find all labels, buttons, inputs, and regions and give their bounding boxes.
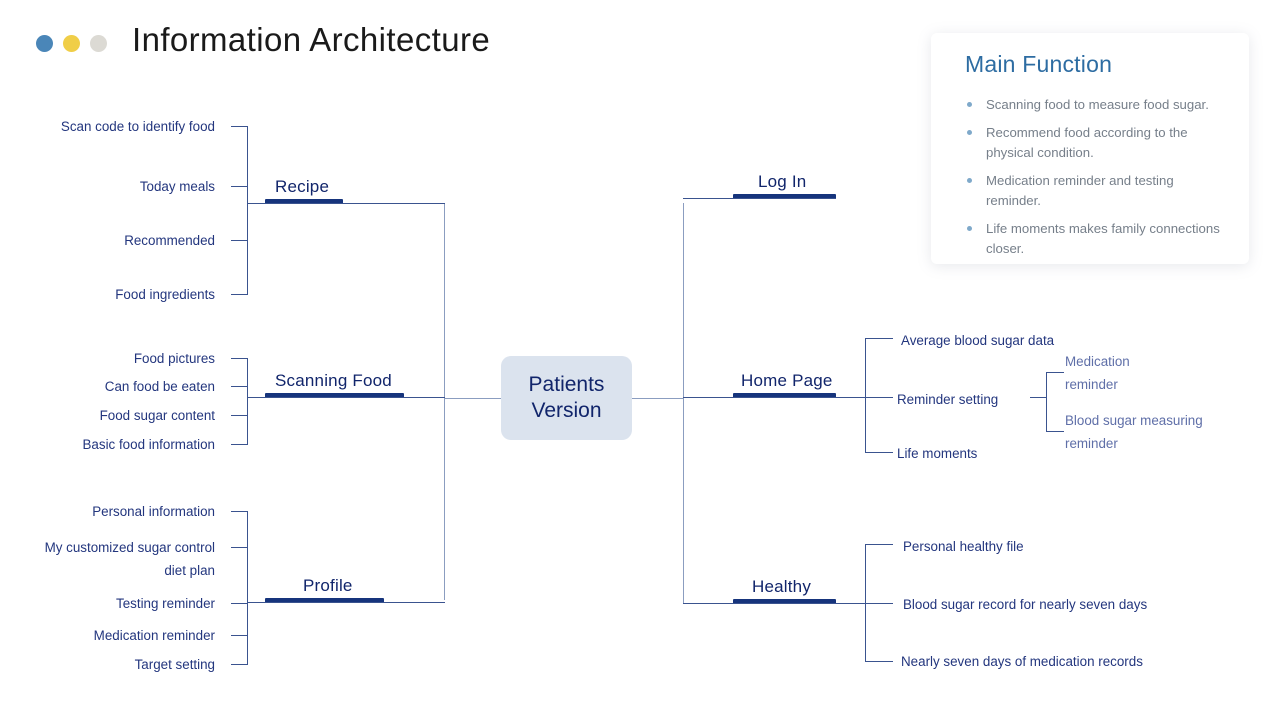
connector-log-in-trunk — [683, 198, 836, 199]
branch-home-page[interactable]: Home Page — [733, 366, 913, 398]
branch-profile[interactable]: Profile — [265, 571, 445, 603]
center-node-line2: Version — [531, 399, 602, 422]
stub-home-0 — [865, 338, 893, 339]
stub-scanning-2 — [231, 415, 248, 416]
bullet-icon — [967, 102, 972, 107]
stub-recipe-3 — [231, 294, 248, 295]
branch-scanning-food[interactable]: Scanning Food — [265, 366, 445, 398]
connector-recipe-trunk — [247, 203, 445, 204]
branch-log-in-bar — [733, 194, 836, 199]
connector-home-page-trunk — [683, 397, 866, 398]
leaf-scanning-1[interactable]: Can food be eaten — [104, 379, 215, 394]
stub-profile-4 — [231, 664, 248, 665]
connector-healthy-trunk — [683, 603, 866, 604]
leaf-profile-1[interactable]: My customized sugar control diet plan — [44, 540, 215, 578]
leaf-healthy-2[interactable]: Nearly seven days of medication records — [901, 654, 1143, 669]
leaf-reminder-sub-0[interactable]: Medication reminder — [1065, 354, 1130, 392]
stub-profile-2 — [231, 603, 248, 604]
branch-healthy-label: Healthy — [752, 577, 812, 596]
connector-scanning-food-trunk — [247, 397, 445, 398]
connector-profile-trunk — [247, 602, 445, 603]
stub-profile-0 — [231, 511, 248, 512]
stub-scanning-3 — [231, 444, 248, 445]
branch-healthy[interactable]: Healthy — [733, 572, 913, 604]
list-item: Scanning food to measure food sugar. — [965, 95, 1227, 115]
leaf-home-0[interactable]: Average blood sugar data — [901, 333, 1055, 348]
bracket-recipe — [247, 126, 248, 294]
stub-healthy-2 — [865, 661, 893, 662]
window-dots — [36, 35, 107, 52]
dot-yellow-icon — [63, 35, 80, 52]
leaf-scanning-2[interactable]: Food sugar content — [99, 408, 215, 423]
stub-profile-3 — [231, 635, 248, 636]
stub-scanning-1 — [231, 386, 248, 387]
branch-profile-label: Profile — [303, 576, 353, 595]
stub-home-2 — [865, 452, 893, 453]
leaf-home-1[interactable]: Reminder setting — [897, 392, 999, 407]
bracket-profile — [247, 511, 248, 664]
stub-profile-1 — [231, 547, 248, 548]
bracket-reminder-setting — [1046, 372, 1047, 432]
branch-recipe-bar — [265, 199, 343, 204]
list-item-text: Medication reminder and testing reminder… — [986, 173, 1174, 208]
branch-healthy-bar — [733, 599, 836, 604]
dot-blue-icon — [36, 35, 53, 52]
branch-scanning-food-bar — [265, 393, 404, 398]
list-item: Life moments makes family connections cl… — [965, 219, 1227, 259]
branch-recipe-label: Recipe — [275, 177, 330, 196]
stub-recipe-0 — [231, 126, 248, 127]
branch-recipe[interactable]: Recipe — [265, 172, 445, 204]
leaf-healthy-1[interactable]: Blood sugar record for nearly seven days — [903, 597, 1148, 612]
leaf-recipe-2[interactable]: Recommended — [124, 233, 215, 248]
stub-healthy-0 — [865, 544, 893, 545]
list-item-text: Life moments makes family connections cl… — [986, 221, 1220, 256]
stub-healthy-1 — [865, 603, 893, 604]
center-node-patients-version[interactable]: Patients Version — [501, 356, 632, 440]
bracket-home-page — [865, 338, 866, 452]
leaf-scanning-0[interactable]: Food pictures — [133, 351, 215, 366]
main-function-list: Scanning food to measure food sugar. Rec… — [965, 95, 1227, 259]
connector-left-spine — [444, 203, 445, 600]
stub-reminder-0 — [1046, 372, 1064, 373]
leaf-profile-4[interactable]: Target setting — [134, 657, 215, 672]
bullet-icon — [967, 226, 972, 231]
bullet-icon — [967, 178, 972, 183]
leaf-profile-2[interactable]: Testing reminder — [116, 596, 215, 611]
connector-center-right — [632, 398, 684, 399]
leaf-recipe-1[interactable]: Today meals — [139, 179, 215, 194]
main-function-card: Main Function Scanning food to measure f… — [931, 33, 1249, 264]
stub-reminder-1 — [1046, 431, 1064, 432]
list-item: Medication reminder and testing reminder… — [965, 171, 1227, 211]
bracket-scanning-food — [247, 358, 248, 444]
branch-home-page-bar — [733, 393, 836, 398]
branch-scanning-food-label: Scanning Food — [275, 371, 392, 390]
branch-profile-bar — [265, 598, 384, 603]
page-title: Information Architecture — [132, 21, 491, 58]
branch-home-page-label: Home Page — [741, 371, 833, 390]
connector-reminder-setting — [1030, 397, 1047, 398]
stub-home-1 — [865, 397, 893, 398]
list-item-text: Recommend food according to the physical… — [986, 125, 1188, 160]
leaf-profile-0[interactable]: Personal information — [92, 504, 215, 519]
leaf-profile-3[interactable]: Medication reminder — [93, 628, 215, 643]
leaf-home-2[interactable]: Life moments — [897, 446, 978, 461]
main-function-title: Main Function — [965, 51, 1113, 77]
connector-center-left — [444, 398, 501, 399]
leaf-scanning-3[interactable]: Basic food information — [82, 437, 216, 452]
center-node-line1: Patients — [528, 373, 605, 396]
leaf-recipe-0[interactable]: Scan code to identify food — [60, 119, 215, 134]
branch-log-in-label: Log In — [758, 172, 807, 191]
connector-right-spine — [683, 203, 684, 603]
bullet-icon — [967, 130, 972, 135]
dot-gray-icon — [90, 35, 107, 52]
leaf-healthy-0[interactable]: Personal healthy file — [903, 539, 1024, 554]
list-item: Recommend food according to the physical… — [965, 123, 1227, 163]
leaf-reminder-sub-1[interactable]: Blood sugar measuring reminder — [1065, 413, 1203, 451]
leaf-recipe-3[interactable]: Food ingredients — [115, 287, 215, 302]
stub-scanning-0 — [231, 358, 248, 359]
list-item-text: Scanning food to measure food sugar. — [986, 97, 1209, 112]
stub-recipe-2 — [231, 240, 248, 241]
stub-recipe-1 — [231, 186, 248, 187]
branch-log-in[interactable]: Log In — [733, 167, 913, 199]
